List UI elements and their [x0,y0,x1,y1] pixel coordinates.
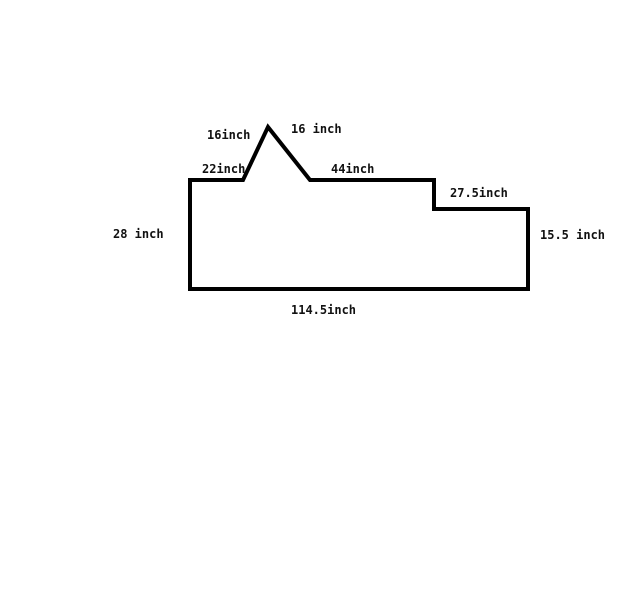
label-top-left: 22inch [202,162,245,176]
label-peak-left: 16inch [207,128,250,142]
label-right-side: 15.5 inch [540,228,605,242]
label-bottom: 114.5inch [291,303,356,317]
label-left-side: 28 inch [113,227,164,241]
label-peak-right: 16 inch [291,122,342,136]
label-top-middle: 44inch [331,162,374,176]
shape-outline [188,123,530,291]
label-step-top: 27.5inch [450,186,508,200]
